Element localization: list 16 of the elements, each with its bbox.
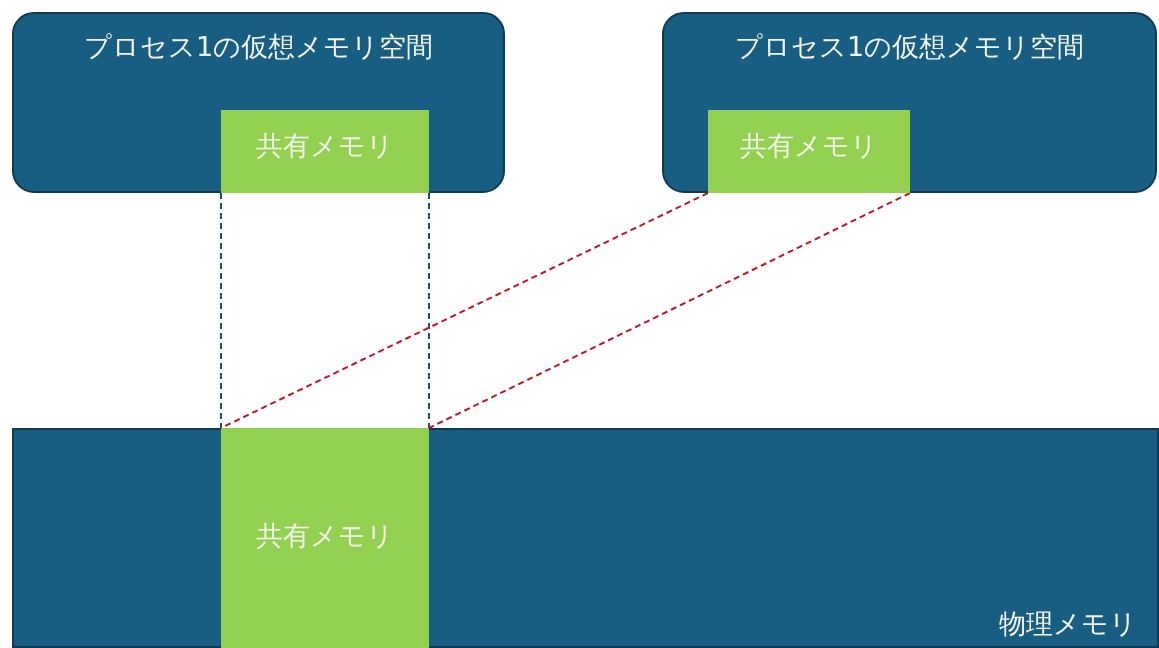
shared-memory-box <box>221 110 429 193</box>
dashed-mapping-line <box>220 192 222 429</box>
shared-memory-label: 共有メモリ <box>255 520 395 553</box>
dashed-mapping-line <box>220 192 709 429</box>
shared-memory-box <box>708 110 910 193</box>
dashed-mapping-line <box>428 192 430 429</box>
shared-memory-label: 共有メモリ <box>739 130 879 163</box>
process-memory-box <box>12 12 505 193</box>
process-memory-box <box>662 12 1157 193</box>
memory-title: 物理メモリ <box>999 607 1137 640</box>
physical-memory-box <box>12 428 1159 648</box>
dashed-mapping-line <box>428 192 911 429</box>
memory-title: プロセス1の仮想メモリ空間 <box>82 31 435 64</box>
memory-title: プロセス1の仮想メモリ空間 <box>733 31 1086 64</box>
shared-memory-label: 共有メモリ <box>255 130 395 163</box>
shared-memory-box <box>221 428 429 648</box>
